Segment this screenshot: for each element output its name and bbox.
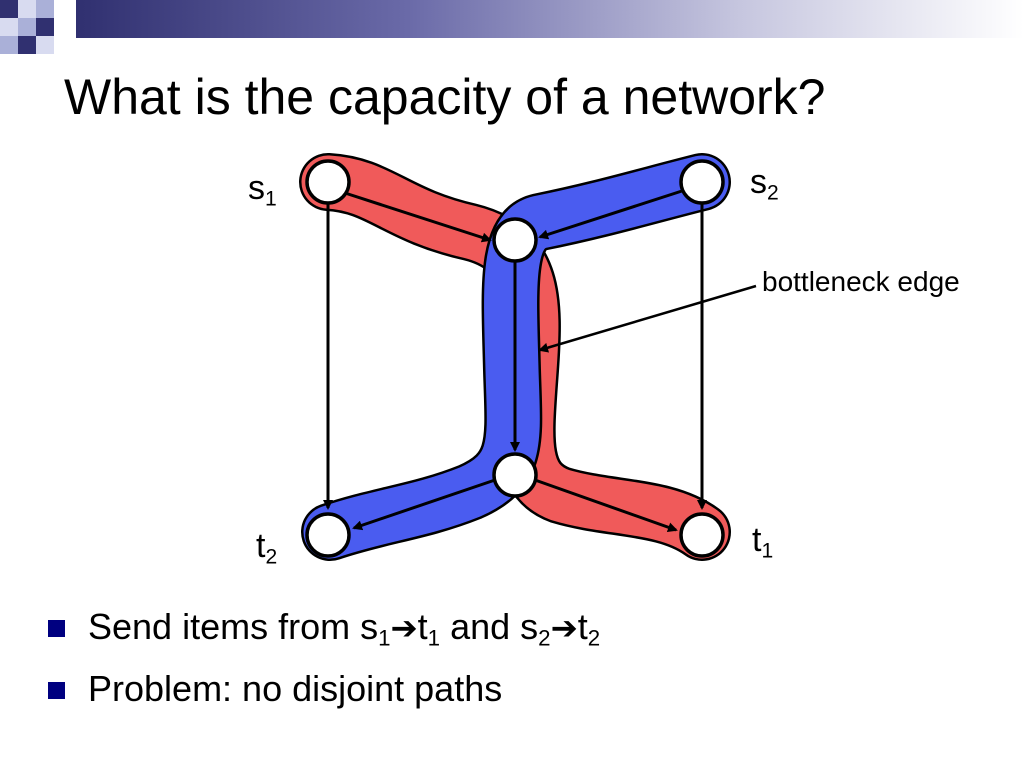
node-top-middle [492, 217, 538, 263]
bullet-list: Send items from s1➔t1 and s2➔t2 Problem:… [48, 600, 600, 724]
corner-decoration [0, 0, 72, 54]
label-t1: t1 [752, 521, 774, 563]
arrow-icon: ➔ [550, 610, 578, 646]
arrow-icon: ➔ [390, 610, 418, 646]
edge-bottom-t1 [534, 478, 678, 533]
edge-bottom-t2 [352, 478, 496, 531]
edge-s2-top [538, 188, 686, 240]
node-t2 [305, 512, 351, 558]
bullet-marker [48, 620, 65, 637]
network-diagram [299, 153, 757, 561]
label-s2: s2 [750, 163, 779, 205]
edge-s1-top [344, 191, 492, 243]
annotation-pointer [538, 284, 757, 353]
label-s1: s1 [248, 169, 277, 211]
node-s1 [305, 159, 351, 205]
node-bottom-middle [492, 452, 538, 498]
bullet-item: Send items from s1➔t1 and s2➔t2 [48, 600, 600, 662]
label-t2: t2 [256, 527, 278, 569]
node-t1 [679, 512, 725, 558]
header-gradient-bar [76, 0, 1024, 38]
slide-title: What is the capacity of a network? [64, 69, 826, 125]
node-s2 [679, 159, 725, 205]
bottleneck-annotation: bottleneck edge [762, 266, 960, 297]
bullet-item: Problem: no disjoint paths [48, 662, 600, 724]
bullet-marker [48, 682, 65, 699]
